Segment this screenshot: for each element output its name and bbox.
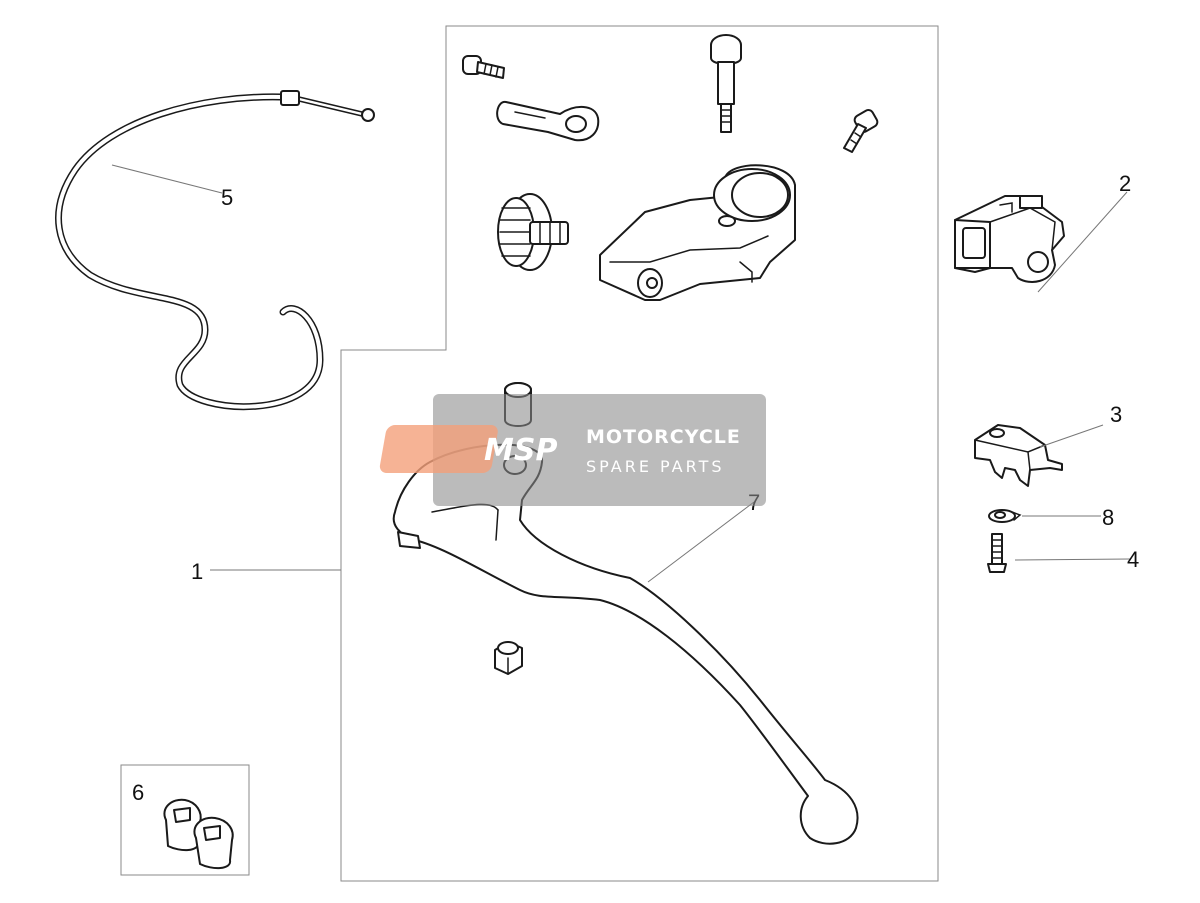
screw-part-4[interactable]: [987, 533, 1007, 573]
cable-adjuster[interactable]: [497, 193, 569, 271]
cable-grommets[interactable]: [163, 798, 234, 870]
watermark: MSP MOTORCYCLE SPARE PARTS: [379, 394, 766, 506]
watermark-line-1: MOTORCYCLE: [586, 426, 741, 448]
leader-4: [1014, 558, 1131, 561]
screw-small[interactable]: [462, 55, 505, 79]
pivot-bolt[interactable]: [710, 34, 742, 133]
kit-frame: [340, 25, 939, 882]
callout-5: 5: [221, 185, 233, 210]
watermark-logo-text: MSP: [484, 433, 557, 468]
lever-bracket[interactable]: [599, 164, 796, 301]
leader-2: [1037, 191, 1128, 293]
microswitch[interactable]: [974, 424, 1063, 487]
screw-right[interactable]: [843, 108, 879, 153]
callout-3: 3: [1110, 402, 1122, 427]
callout-1: 1: [191, 559, 203, 584]
leader-3: [1039, 424, 1104, 448]
leader-5: [111, 164, 223, 194]
part-6-box: [120, 764, 250, 876]
switch-housing[interactable]: [954, 195, 1065, 283]
watermark-line-2: SPARE PARTS: [586, 457, 725, 476]
cable-clamp[interactable]: [496, 100, 600, 142]
callout-6: 6: [132, 780, 144, 805]
lever-nut[interactable]: [494, 641, 523, 675]
clutch-cable[interactable]: [55, 90, 375, 411]
callout-8: 8: [1102, 505, 1114, 530]
watermark-logo-badge: [379, 425, 498, 473]
leader-7: [647, 501, 755, 583]
washer[interactable]: [988, 509, 1022, 523]
callout-4: 4: [1127, 547, 1139, 572]
watermark-panel: [433, 394, 766, 506]
callout-2: 2: [1119, 171, 1131, 196]
leader-lines: [111, 164, 1131, 583]
